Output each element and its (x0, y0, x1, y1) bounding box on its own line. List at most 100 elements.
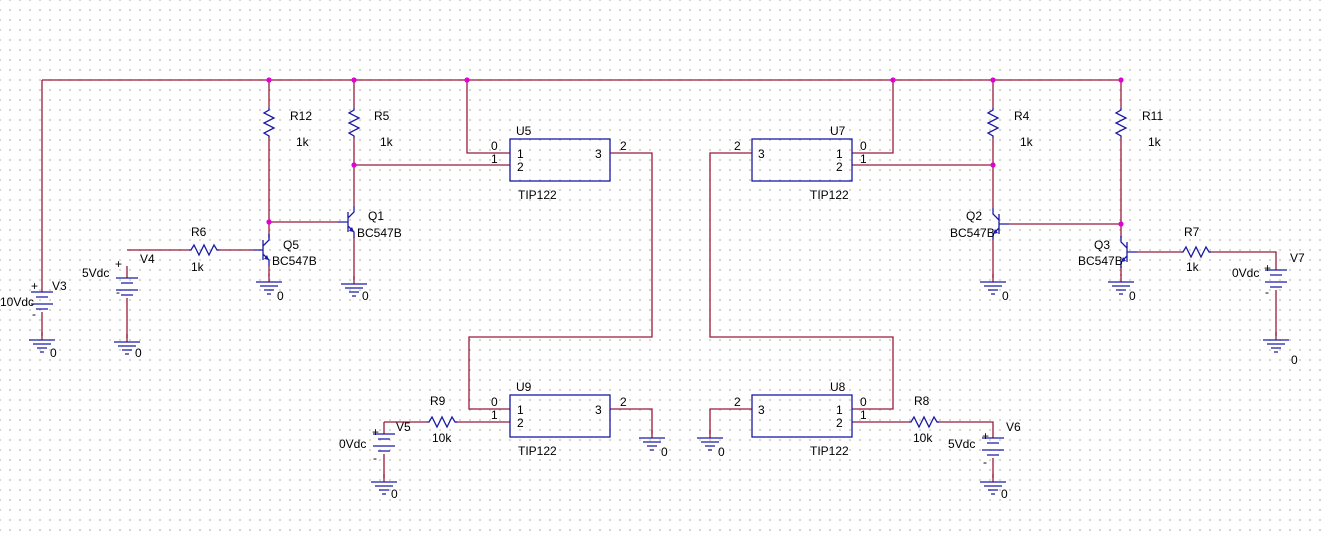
r8-ref: R8 (914, 394, 930, 408)
u7-net-2: 2 (734, 139, 741, 153)
q3-ref: Q3 (1094, 238, 1110, 252)
resistor-r8[interactable]: R8 10k (908, 394, 940, 445)
v5-value: 0Vdc (339, 437, 366, 451)
r9-ref: R9 (430, 394, 446, 408)
source-v7[interactable]: + - V7 0Vdc (1232, 251, 1305, 303)
ic-u9[interactable]: U9 1 2 3 TIP122 0 1 2 (491, 380, 627, 458)
r12-value: 1k (296, 135, 310, 149)
r4-ref: R4 (1014, 109, 1030, 123)
q5-value: BC547B (272, 254, 317, 268)
svg-text:0: 0 (1291, 353, 1298, 367)
v7-minus: - (1265, 285, 1269, 299)
r6-value: 1k (191, 260, 205, 274)
u7-pin2: 2 (836, 160, 843, 174)
ground-q1: 0 (340, 275, 369, 303)
r12-ref: R12 (290, 109, 312, 123)
ground-v6: 0 (979, 473, 1008, 501)
u5-pin2: 2 (517, 160, 524, 174)
ground-q3: 0 (1107, 273, 1136, 303)
resistor-r12[interactable]: R12 1k (263, 107, 312, 149)
ground-u9: 0 (638, 429, 668, 459)
q2-ref: Q2 (966, 209, 982, 223)
wires (41, 79, 1277, 478)
ground-u8: 0 (696, 429, 725, 459)
u5-pin3: 3 (595, 147, 602, 161)
svg-text:0: 0 (1001, 487, 1008, 501)
u7-net-0: 0 (860, 139, 867, 153)
svg-text:0: 0 (50, 346, 57, 360)
ground-v7: 0 (1262, 331, 1298, 367)
v3-value: 10Vdc (0, 295, 34, 309)
v6-value: 5Vdc (948, 437, 975, 451)
u5-value: TIP122 (518, 188, 557, 202)
r7-ref: R7 (1184, 225, 1200, 239)
resistor-r6[interactable]: R6 1k (188, 225, 220, 274)
u8-ref: U8 (830, 380, 846, 394)
u5-net-2: 2 (620, 139, 627, 153)
ground-q2: 0 (979, 273, 1009, 303)
u8-pin3: 3 (758, 403, 765, 417)
resistor-r4[interactable]: R4 1k (987, 107, 1034, 149)
u9-value: TIP122 (518, 444, 557, 458)
ground-v4: 0 (113, 333, 142, 360)
resistor-r9[interactable]: R9 10k (426, 394, 458, 445)
u7-pin1: 1 (836, 147, 843, 161)
u8-net-0: 0 (860, 395, 867, 409)
v4-minus: - (116, 285, 120, 299)
v6-plus: + (982, 429, 989, 443)
v5-plus: + (372, 425, 379, 439)
ic-u8[interactable]: U8 1 2 3 TIP122 0 1 2 (734, 380, 867, 458)
v7-plus: + (1264, 261, 1271, 275)
r5-ref: R5 (374, 109, 390, 123)
resistor-r5[interactable]: R5 1k (348, 107, 394, 149)
ic-u5[interactable]: U5 1 2 3 TIP122 0 1 2 (491, 124, 627, 202)
r6-ref: R6 (191, 225, 207, 239)
v4-plus: + (115, 257, 122, 271)
v6-ref: V6 (1006, 420, 1021, 434)
svg-text:0: 0 (1002, 289, 1009, 303)
svg-text:0: 0 (362, 289, 369, 303)
transistor-q5[interactable]: Q5 BC547B (252, 233, 317, 268)
svg-text:0: 0 (1129, 289, 1136, 303)
source-v6[interactable]: + - V6 5Vdc (948, 420, 1021, 471)
u5-pin1: 1 (517, 147, 524, 161)
transistor-q1[interactable]: Q1 BC547B (337, 205, 402, 240)
q3-value: BC547B (1078, 254, 1123, 268)
resistor-r7[interactable]: R7 1k (1180, 225, 1212, 274)
source-v4[interactable]: + - V4 5Vdc (82, 252, 155, 311)
r4-value: 1k (1020, 135, 1034, 149)
r11-value: 1k (1148, 135, 1162, 149)
svg-text:0: 0 (391, 487, 398, 501)
ground-v3: 0 (28, 331, 57, 360)
q2-value: BC547B (950, 226, 995, 240)
r7-value: 1k (1186, 260, 1200, 274)
transistor-q3[interactable]: Q3 BC547B (1078, 235, 1138, 269)
u5-net-1: 1 (491, 152, 498, 166)
transistor-q2[interactable]: Q2 BC547B (950, 207, 1010, 241)
u9-net-1: 1 (491, 408, 498, 422)
u9-net-2: 2 (620, 395, 627, 409)
ic-u7[interactable]: U7 1 2 3 TIP122 0 1 2 (734, 124, 867, 202)
v3-minus: - (32, 307, 36, 321)
u8-net-1: 1 (860, 408, 867, 422)
u8-net-2: 2 (734, 395, 741, 409)
u7-ref: U7 (830, 124, 846, 138)
v5-ref: V5 (396, 420, 411, 434)
v4-value: 5Vdc (82, 266, 109, 280)
u8-value: TIP122 (810, 444, 849, 458)
u8-pin2: 2 (836, 416, 843, 430)
resistor-r11[interactable]: R11 1k (1115, 107, 1163, 149)
q1-ref: Q1 (368, 209, 384, 223)
source-v5[interactable]: + - V5 0Vdc (339, 420, 411, 467)
u8-pin1: 1 (836, 403, 843, 417)
u9-net-0: 0 (491, 395, 498, 409)
r5-value: 1k (380, 135, 394, 149)
u7-pin3: 3 (758, 147, 765, 161)
v3-plus: + (31, 279, 38, 293)
u9-pin1: 1 (517, 403, 524, 417)
source-v3[interactable]: + - V3 10Vdc (0, 279, 67, 325)
svg-text:0: 0 (718, 445, 725, 459)
v6-minus: - (983, 455, 987, 469)
